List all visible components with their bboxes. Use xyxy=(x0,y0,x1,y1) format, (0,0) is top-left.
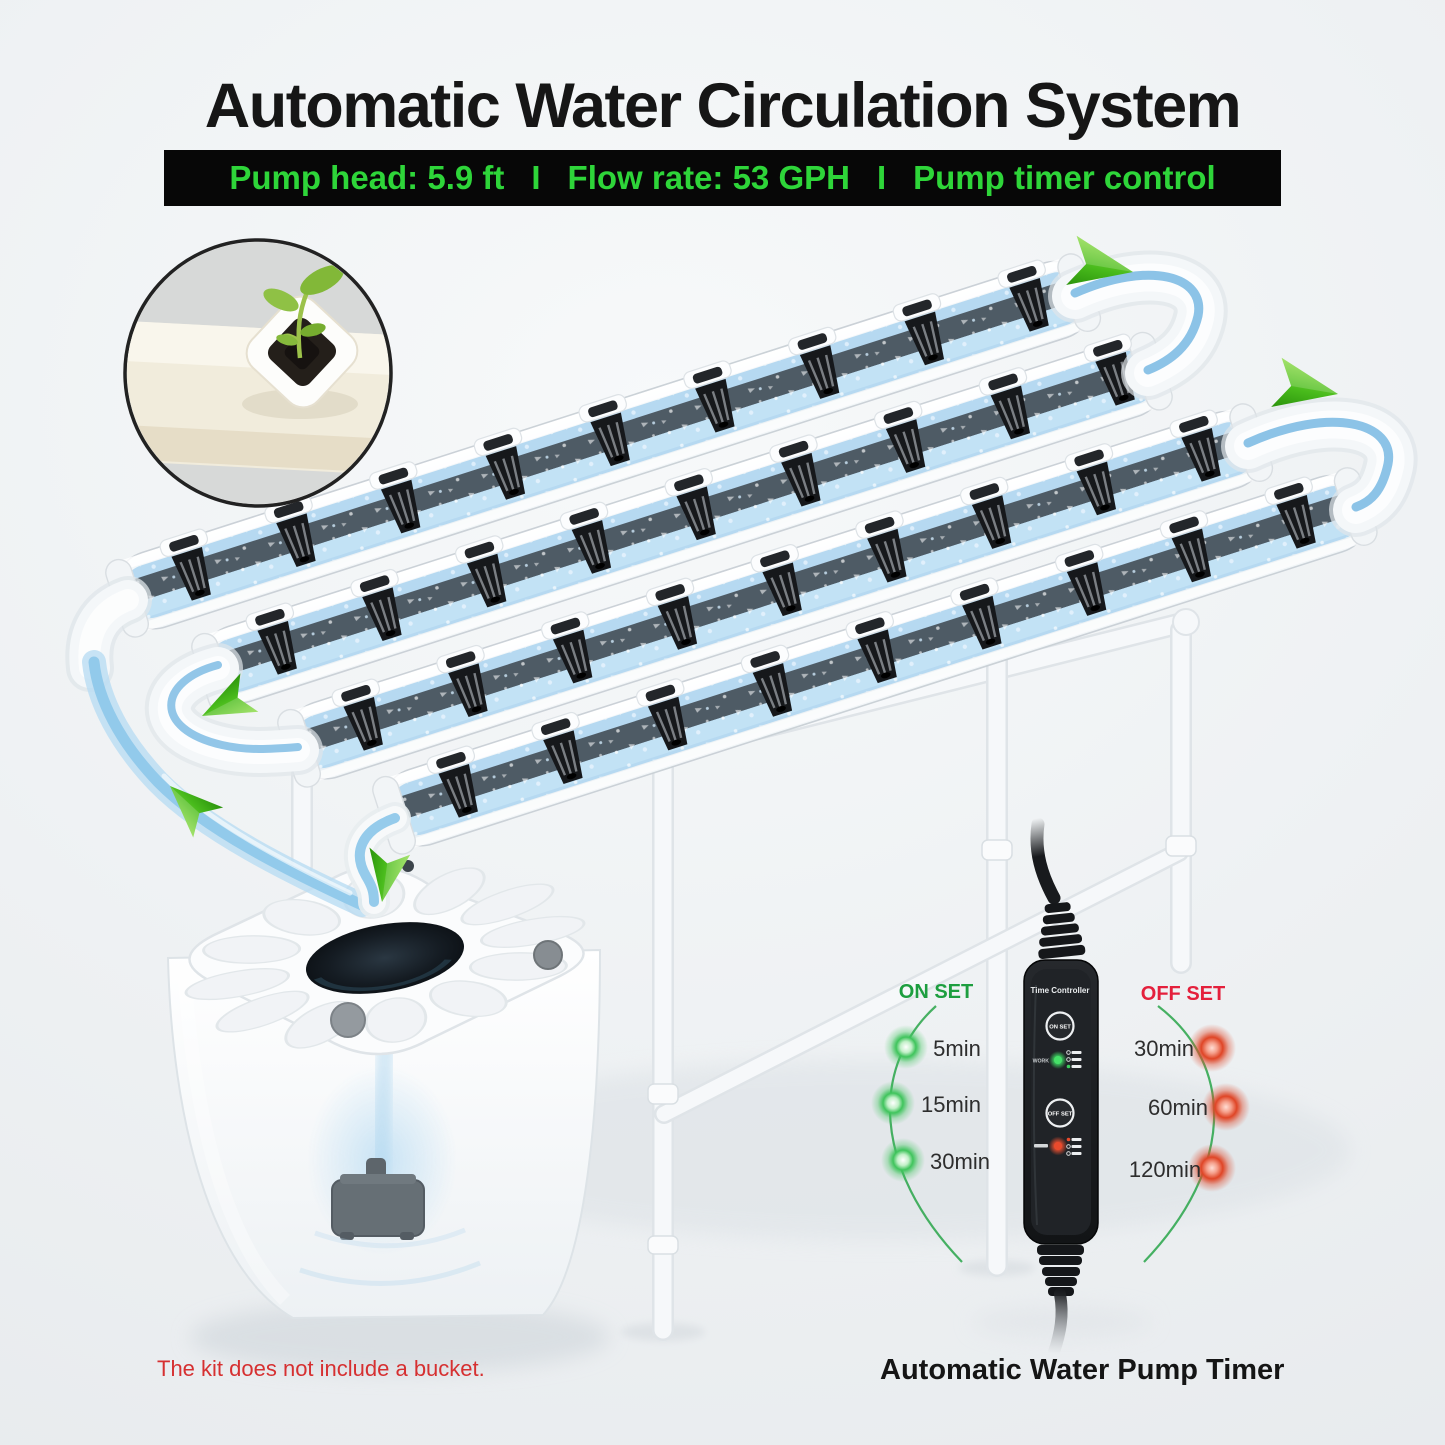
off-indicator-rows xyxy=(1066,1137,1082,1156)
tube4-return-pipe xyxy=(343,802,411,918)
bucket-lid xyxy=(184,860,586,1056)
pvc-stand-frame xyxy=(291,589,1200,1341)
timer-device: Time Controller ON SET WORK OFF SET xyxy=(1023,817,1099,1358)
power-cable xyxy=(1030,817,1061,905)
spec-flow-rate: Flow rate: 53 GPH xyxy=(567,159,850,196)
off-set-button[interactable] xyxy=(1045,1098,1075,1128)
on-set-led-dot xyxy=(871,1081,915,1125)
on-set-heading: ON SET xyxy=(899,981,973,1003)
u-bend-connector-top xyxy=(1048,250,1228,400)
spec-pump-head: Pump head: 5.9 ft xyxy=(229,159,505,196)
spec-separator: I xyxy=(876,159,887,196)
pump-cable xyxy=(1048,1288,1068,1358)
off-set-option: 30min xyxy=(1134,1036,1194,1061)
spec-banner: Pump head: 5.9 ft I Flow rate: 53 GPH I … xyxy=(164,150,1281,206)
timer-device-label: Time Controller xyxy=(1031,986,1090,995)
on-set-button-label: ON SET xyxy=(1049,1025,1071,1031)
grow-tube-1 xyxy=(105,253,1102,638)
left-return-connector xyxy=(144,643,323,777)
grow-tube-3 xyxy=(277,403,1274,788)
page-title: Automatic Water Circulation System xyxy=(204,71,1242,141)
timer-caption: Automatic Water Pump Timer xyxy=(880,1354,1285,1386)
spec-timer-control: Pump timer control xyxy=(913,159,1216,196)
sleep-led-label-bar xyxy=(1034,1144,1048,1148)
u-bend-connector-right xyxy=(1221,397,1418,537)
grow-tube-4 xyxy=(372,467,1378,855)
off-set-led-dot xyxy=(1188,1144,1236,1192)
off-set-heading: OFF SET xyxy=(1141,983,1225,1005)
lid-grommet xyxy=(330,1002,366,1038)
on-set-led-dot xyxy=(881,1138,925,1182)
work-led-label: WORK xyxy=(1033,1059,1050,1065)
off-set-option: 120min xyxy=(1129,1157,1201,1182)
reservoir-bucket xyxy=(166,860,602,1320)
on-set-option: 5min xyxy=(933,1036,981,1061)
off-set-button-label: OFF SET xyxy=(1048,1112,1073,1118)
lid-grommet xyxy=(533,940,563,970)
spec-separator: I xyxy=(531,159,541,196)
on-set-option: 30min xyxy=(930,1149,990,1174)
seedling-closeup-inset xyxy=(123,238,393,508)
grow-sponge-site xyxy=(245,295,359,409)
off-set-led-dot xyxy=(1202,1083,1250,1131)
bucket-note: The kit does not include a bucket. xyxy=(157,1356,485,1381)
on-set-annotation: ON SET 5min 15min 30min xyxy=(871,981,990,1263)
on-set-button[interactable] xyxy=(1045,1011,1075,1041)
seedling-icon xyxy=(263,265,344,359)
on-indicator-rows xyxy=(1066,1050,1082,1069)
off-set-option: 60min xyxy=(1148,1095,1208,1120)
on-set-option: 15min xyxy=(921,1092,981,1117)
off-set-annotation: OFF SET 30min 60min 120min xyxy=(1129,983,1250,1263)
on-set-led-dot xyxy=(884,1025,928,1069)
off-set-led-dot xyxy=(1188,1024,1236,1072)
